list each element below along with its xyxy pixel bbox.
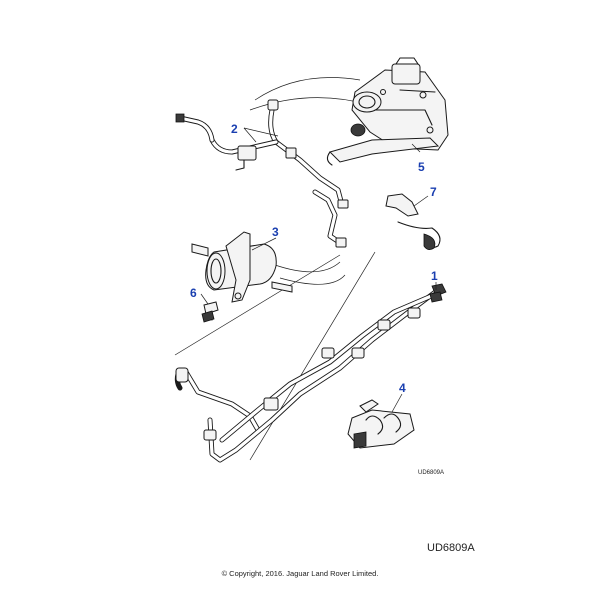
clip-part-7 bbox=[385, 193, 441, 250]
callout-2: 2 bbox=[231, 122, 238, 136]
bolt-part-6 bbox=[201, 301, 219, 323]
callout-7: 7 bbox=[430, 185, 437, 199]
lower-fuel-pipe bbox=[174, 283, 447, 463]
detail-guide-lines bbox=[174, 77, 376, 461]
pipe-clip-part-4 bbox=[347, 399, 415, 449]
copyright-notice: © Copyright, 2016. Jaguar Land Rover Lim… bbox=[221, 569, 379, 578]
callout-1: 1 bbox=[431, 269, 438, 283]
fuel-filter bbox=[191, 231, 293, 303]
callout-leaders bbox=[200, 127, 437, 413]
callout-6: 6 bbox=[190, 286, 197, 300]
fuel-pump-assembly bbox=[326, 57, 449, 166]
callout-4: 4 bbox=[399, 381, 406, 395]
upper-fuel-pipe bbox=[175, 99, 349, 248]
callout-3: 3 bbox=[272, 225, 279, 239]
callout-5: 5 bbox=[418, 160, 425, 174]
footer-diagram-code: UD6809A bbox=[427, 542, 475, 554]
diagram-code-label: UD6809A bbox=[418, 470, 444, 476]
